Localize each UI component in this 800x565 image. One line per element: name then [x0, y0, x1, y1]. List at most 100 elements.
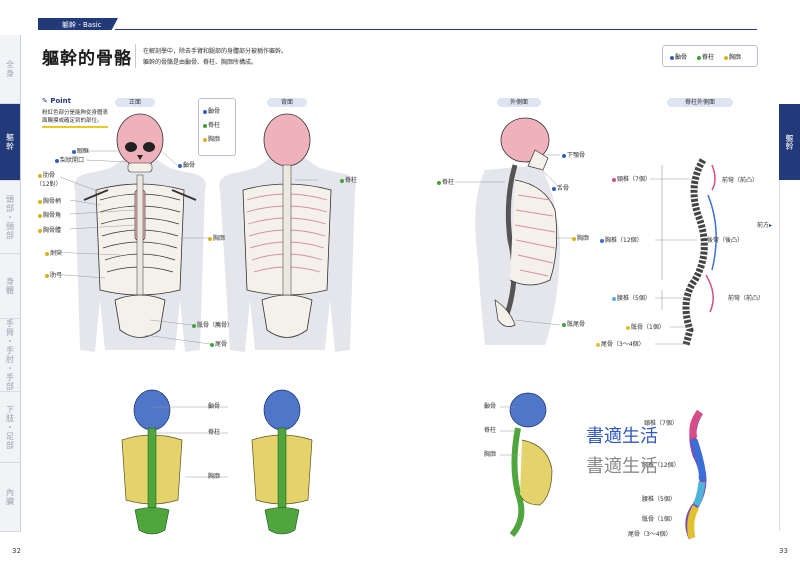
- label-text: 骶尾骨: [567, 321, 586, 328]
- label-text: 頸椎（7個）: [617, 176, 651, 183]
- label-dot: [626, 325, 630, 330]
- label-text: 脊柱: [345, 177, 358, 184]
- label-thorax-front: 胸廓: [208, 235, 225, 242]
- label-dot: [55, 158, 59, 163]
- label-bottom-cervical: 頸椎（7個）: [644, 420, 678, 427]
- label-dot: [208, 236, 212, 241]
- label-manubrium: 胸骨柄: [38, 198, 61, 205]
- right-tab-trunk[interactable]: 軀幹: [779, 104, 800, 180]
- label-cranium: 顱骨: [178, 162, 195, 169]
- label-spine-sacrum: 骶骨（1個）: [626, 324, 665, 331]
- pencil-icon: ✎: [42, 97, 48, 105]
- label-bottom-spine: 脊柱: [208, 429, 220, 436]
- page-title: 軀幹的骨骼: [42, 49, 132, 69]
- label-text: 梨狀開口: [60, 157, 85, 164]
- side-tab-head-neck[interactable]: 頭部・頸部: [0, 181, 21, 254]
- inset-thorax: 胸廓: [203, 136, 220, 143]
- label-spine-coccyx: 尾骨（3～4個）: [596, 341, 645, 348]
- label-bottom-spine-side: 脊柱: [484, 427, 496, 434]
- label-text: 眼眶: [77, 148, 90, 155]
- page-number-right: 33: [779, 547, 788, 555]
- label-mandible: 下顎骨: [562, 152, 585, 159]
- legend-box: [662, 45, 758, 67]
- legend-swatch: [697, 55, 701, 60]
- point-heading: ✎ Point: [42, 97, 71, 105]
- label-bottom-thoracic: 胸椎（12個）: [642, 462, 680, 469]
- label-text: 尾骨（3～4個）: [628, 531, 672, 538]
- label-dot: [38, 199, 42, 204]
- colored-front: [121, 389, 183, 535]
- view-spine-side: 脊柱外側面: [667, 98, 733, 107]
- side-tab-label: 身體: [5, 277, 15, 295]
- legend-item: 顱骨: [670, 52, 687, 61]
- inset-skull: 顱骨: [203, 108, 220, 115]
- label-dot: [210, 342, 214, 347]
- label-dot: [45, 251, 49, 256]
- arrow-right-icon: ▸: [769, 222, 773, 229]
- label-lumbar: 腰椎（5個）: [612, 295, 651, 302]
- label-text: 頸椎（7個）: [644, 420, 678, 427]
- label-side-spine: 脊柱: [437, 179, 454, 186]
- watermark-line-1: 書適生活: [586, 426, 658, 447]
- label-dot: [38, 173, 42, 178]
- right-edge-line: [779, 181, 780, 531]
- side-tab-label: 軀幹: [5, 133, 15, 151]
- side-tab-lower-limb[interactable]: 下肢・足部: [0, 392, 21, 463]
- back-skeleton: [242, 113, 332, 338]
- label-bottom-skull: 顱骨: [208, 403, 220, 410]
- label-dot: [72, 149, 76, 154]
- label-side-thorax: 胸廓: [572, 235, 589, 242]
- label-text: 骶骨（1個）: [642, 516, 676, 523]
- right-tab-label: 軀幹: [785, 134, 794, 150]
- label-text: 胸椎（12個）: [605, 237, 643, 244]
- label-side-coccyx: 骶尾骨: [562, 321, 585, 328]
- label-dot: [203, 109, 207, 114]
- label-text: 尾骨: [215, 341, 228, 348]
- label-sternum-body: 胸骨體: [38, 227, 61, 234]
- colored-side: [509, 392, 553, 537]
- label-dot: [552, 186, 556, 191]
- side-tab-whole-body[interactable]: 全身: [0, 35, 21, 104]
- label-text: 胸廓: [577, 235, 590, 242]
- label-text: 下顎骨: [567, 152, 586, 159]
- arrow-note: 前方▸: [757, 222, 772, 229]
- label-text: 骶骨（1個）: [631, 324, 665, 331]
- side-tab-label: 下肢・足部: [5, 404, 15, 450]
- label-thoracic: 胸椎（12個）: [600, 237, 643, 244]
- label-text: 骶骨（薦骨）: [197, 322, 234, 329]
- label-rib: 肋骨: [38, 172, 55, 179]
- header-bar: [38, 18, 118, 30]
- intro-line-1: 在解剖學中，除去手臂和腿部的身體部分被稱作軀幹。: [143, 48, 288, 55]
- label-dot: [572, 236, 576, 241]
- watermark-line-2: 書適生活: [586, 456, 658, 477]
- side-tab-arm[interactable]: 手臂・手肘・手部: [0, 319, 21, 392]
- colored-spine: [685, 409, 707, 540]
- label-text: 顱骨: [208, 403, 221, 410]
- label-text: 舌骨: [557, 185, 570, 192]
- label-sternal-angle: 胸骨角: [38, 212, 61, 219]
- label-dot: [203, 137, 207, 142]
- side-tab-organs[interactable]: 內臟: [0, 463, 21, 532]
- label-text: 肋弓: [50, 272, 63, 279]
- label-dot: [600, 238, 604, 243]
- label-text: 肋骨: [43, 172, 56, 179]
- spine-side: [661, 158, 717, 346]
- label-dot: [38, 213, 42, 218]
- point-line-1: 粉紅色部分是能夠從身體表: [42, 110, 109, 116]
- side-tab-body[interactable]: 身體: [0, 254, 21, 319]
- side-tab-label: 內臟: [5, 488, 15, 506]
- label-dot: [612, 177, 616, 182]
- colored-back: [251, 389, 313, 535]
- label-dot: [437, 180, 441, 185]
- label-text: 顱骨: [484, 403, 497, 410]
- label-costal-arch: 肋弓: [45, 272, 62, 279]
- label-bottom-thorax: 胸廓: [208, 473, 220, 480]
- label-text: 胸廓: [213, 235, 226, 242]
- label-dot: [562, 322, 566, 327]
- label-dot: [178, 163, 182, 168]
- label-lordosis-lower: 前彎（前凸）: [728, 295, 765, 302]
- side-skeleton: [494, 117, 558, 327]
- title-divider: [135, 44, 136, 68]
- side-tab-trunk[interactable]: 軀幹: [0, 104, 21, 181]
